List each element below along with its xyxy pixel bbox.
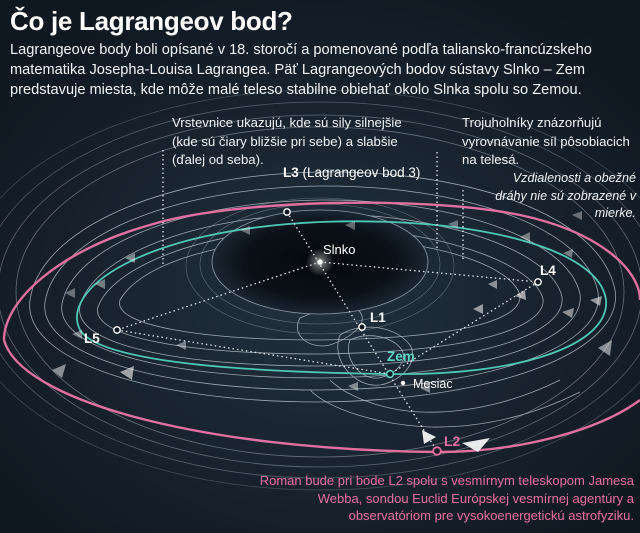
earth-orbit <box>76 220 607 375</box>
l3-label: L3 (Lagrangeov bod 3) <box>283 165 420 180</box>
force-arrows <box>52 211 612 452</box>
lagrange-points <box>113 208 542 456</box>
earth-label: Zem <box>387 349 415 364</box>
l3-name: L3 <box>283 165 299 180</box>
l1-label: L1 <box>370 310 386 325</box>
l3-description: (Lagrangeov bod 3) <box>298 165 421 180</box>
lagrange-triangles <box>116 150 539 452</box>
l2-label: L2 <box>444 433 461 449</box>
page-title: Čo je Lagrangeov bod? <box>10 6 293 36</box>
l1-point <box>358 323 366 331</box>
l2-orbit-path <box>2 201 640 454</box>
scale-note: Vzdialenosti a obežné dráhy nie sú zobra… <box>495 171 636 220</box>
contour-note: Vrstevnice ukazujú, kde sú sily silnejši… <box>172 115 402 167</box>
l4-label: L4 <box>540 263 556 278</box>
l4-point <box>534 278 542 286</box>
l5-label: L5 <box>84 331 100 346</box>
sun-point <box>317 259 323 265</box>
earth-point <box>385 369 395 379</box>
l3-point <box>283 208 291 216</box>
moon-label: Mesiac <box>413 377 453 391</box>
triangle-note: Trojuholníky znázorňujú vyrovnávanie síl… <box>462 115 630 167</box>
l2-point <box>432 446 442 456</box>
sun-label: Slnko <box>323 242 356 257</box>
moon-point <box>400 380 406 386</box>
intro-paragraph: Lagrangeove body boli opísané v 18. stor… <box>10 42 592 98</box>
l2-caption: Roman bude pri bode L2 spolu s vesmírnym… <box>259 473 634 523</box>
l5-point <box>113 326 121 334</box>
